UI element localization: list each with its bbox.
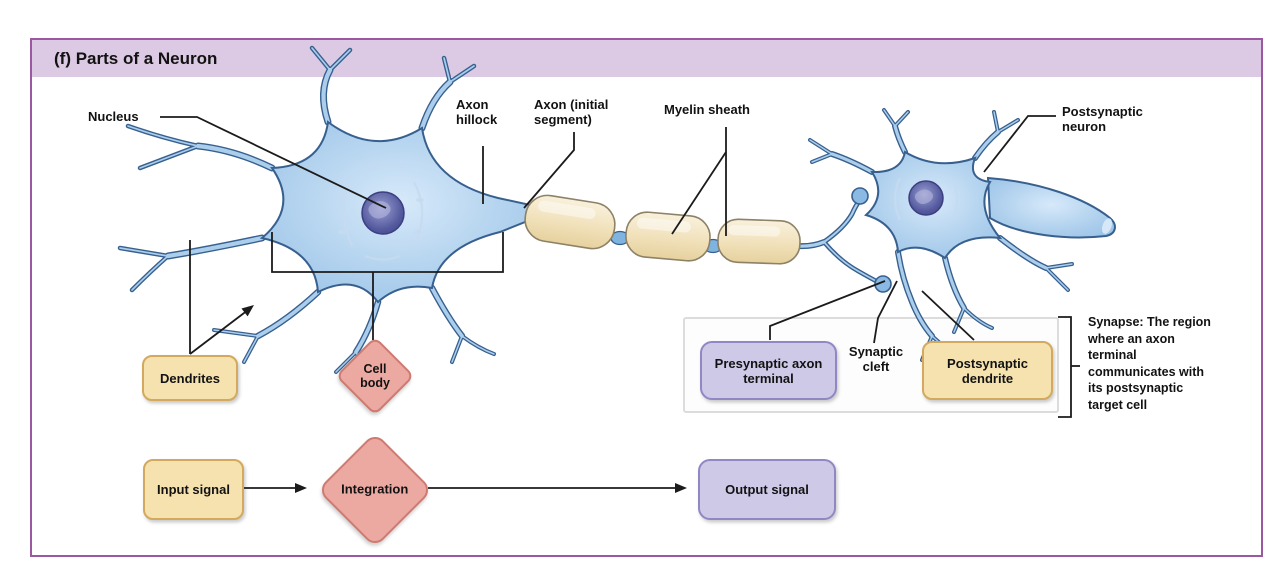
flow-arrow-integration-to-output: [428, 483, 687, 493]
myelin-segment: [717, 218, 801, 265]
label-axon-initial-segment: Axon (initial segment): [534, 97, 609, 127]
dendrite-strokes: [119, 47, 1073, 377]
label-nucleus: Nucleus: [88, 109, 139, 124]
output-signal-box: Output signal: [698, 459, 836, 520]
label-synaptic-cleft: Synaptic cleft: [848, 344, 904, 374]
axon-terminal-bulb: [851, 187, 869, 205]
cell-body-callout-label: Cell body: [360, 362, 390, 390]
figure-title: (f) Parts of a Neuron: [54, 49, 218, 68]
leader-lines: [160, 115, 1056, 355]
presynaptic-axon-terminal-callout: Presynaptic axon terminal: [700, 341, 837, 400]
input-signal-box: Input signal: [143, 459, 244, 520]
postsynaptic-axon: [986, 176, 1116, 239]
synapse-definition-note: Synapse: The region where an axon termin…: [1088, 315, 1211, 412]
myelin-segment: [625, 211, 711, 262]
label-myelin-sheath: Myelin sheath: [664, 102, 750, 117]
label-axon-hillock: Axon hillock: [456, 97, 498, 127]
label-postsynaptic-neuron: Postsynaptic neuron: [1062, 104, 1143, 134]
myelin-segment: [524, 194, 616, 250]
dendrites-callout: Dendrites: [142, 355, 238, 401]
synapse-bracket: [1058, 316, 1080, 418]
postsynaptic-dendrite-callout: Postsynaptic dendrite: [922, 341, 1053, 400]
flow-arrow-input-to-integration: [243, 483, 307, 493]
integration-label: Integration: [341, 481, 409, 497]
figure-header: (f) Parts of a Neuron: [32, 40, 1261, 77]
